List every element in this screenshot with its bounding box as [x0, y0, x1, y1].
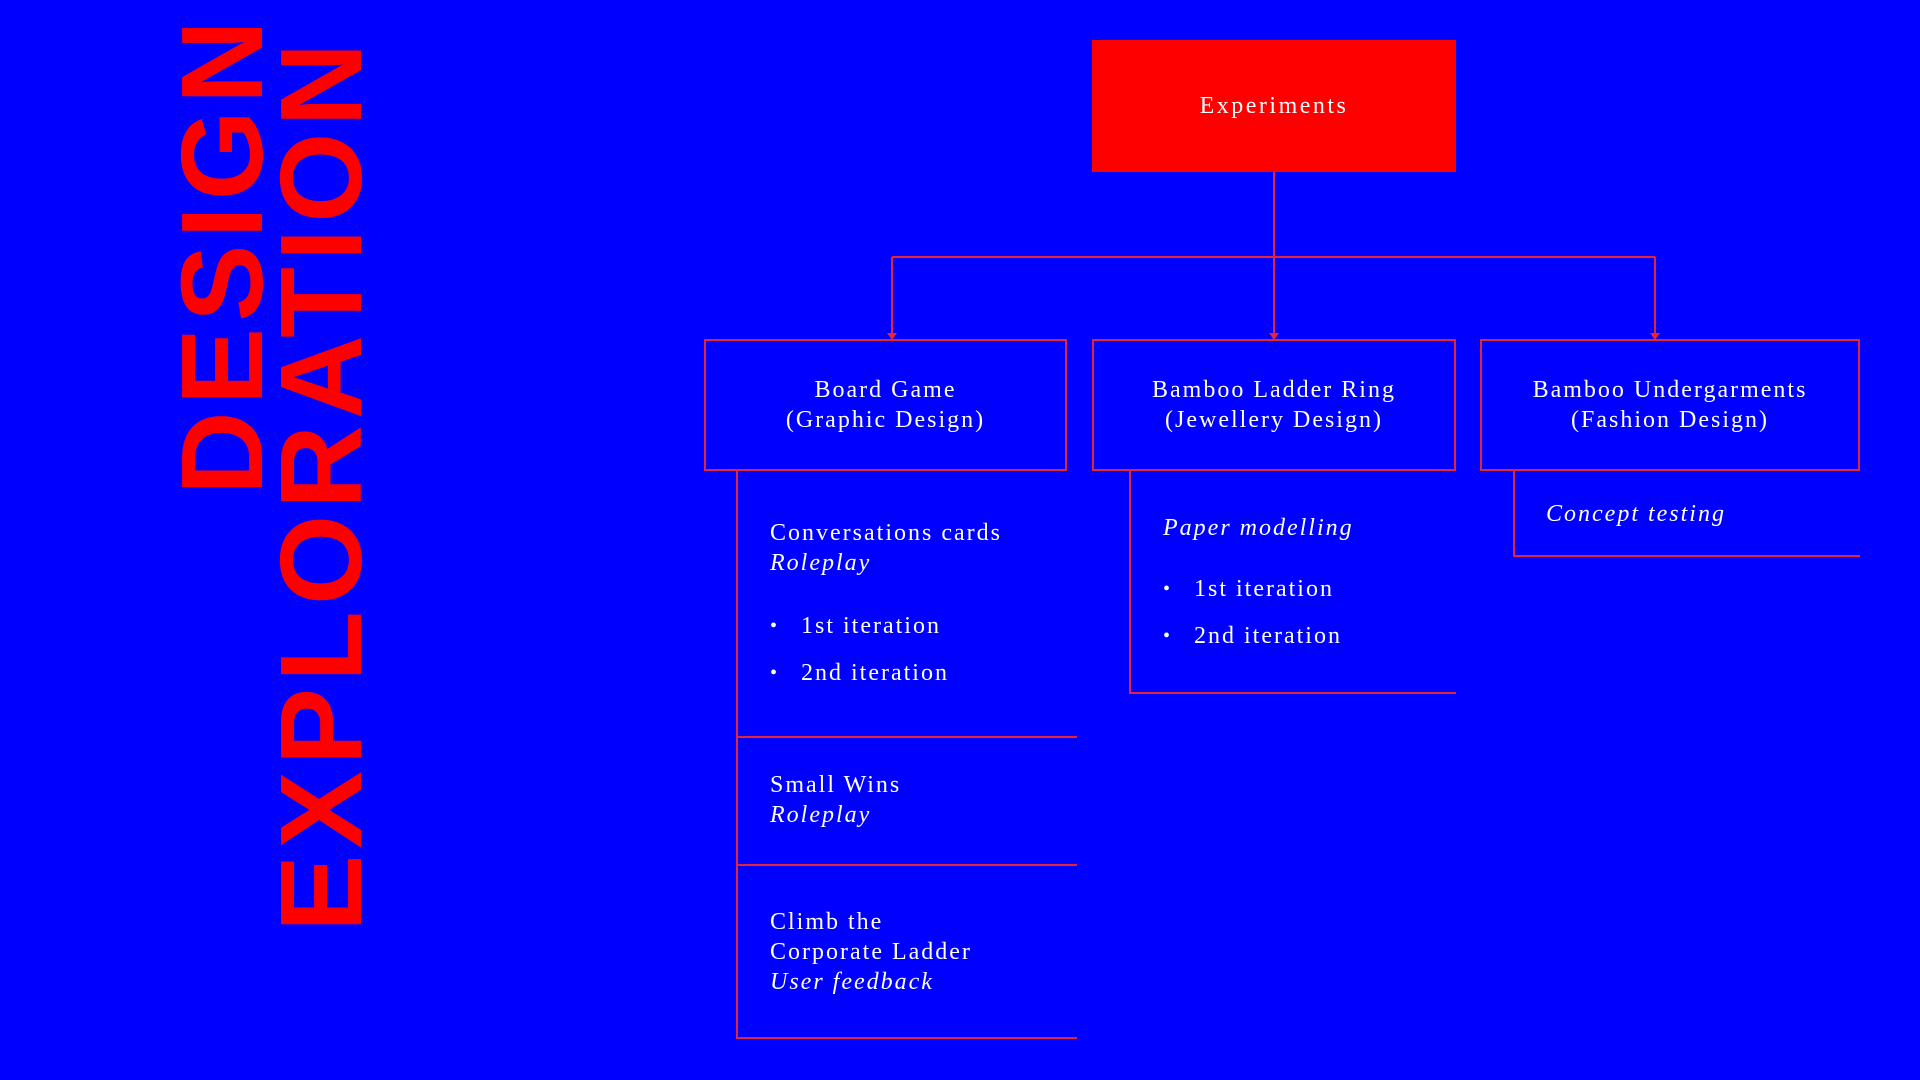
branch-title: Board Game: [814, 377, 957, 403]
iteration-item: 1st iteration: [770, 611, 1002, 641]
item-name: Conversations cards: [770, 520, 1002, 546]
branch-subtitle: (Fashion Design): [1571, 407, 1769, 433]
branch-board-game: Board Game (Graphic Design): [704, 339, 1067, 471]
item-small-wins: Small Wins Roleplay: [770, 770, 901, 830]
arrow-undergarments: [1650, 333, 1660, 340]
arrow-bamboo-ring: [1269, 333, 1279, 340]
iteration-item: 1st iteration: [1163, 574, 1354, 604]
iteration-item: 2nd iteration: [1163, 621, 1354, 651]
experiments-label: Experiments: [1199, 93, 1349, 119]
item-method: User feedback: [770, 969, 934, 995]
item-name: Small Wins: [770, 772, 902, 798]
undergarments-panel-lines: [1513, 471, 1860, 557]
branch-title: Bamboo Ladder Ring: [1152, 377, 1396, 403]
board-game-panel-lines: [736, 471, 1077, 1039]
item-concept-testing: Concept testing: [1546, 499, 1726, 529]
experiments-node: Experiments: [1092, 40, 1456, 172]
item-climb-corporate-ladder: Climb the Corporate Ladder User feedback: [770, 907, 972, 997]
branch-subtitle: (Graphic Design): [785, 407, 986, 433]
iteration-list: 1st iteration 2nd iteration: [1163, 574, 1354, 651]
item-method: Concept testing: [1546, 501, 1726, 527]
item-name-line2: Corporate Ladder: [770, 939, 972, 965]
branch-bamboo-undergarments: Bamboo Undergarments (Fashion Design): [1480, 339, 1860, 471]
item-method: Paper modelling: [1163, 515, 1354, 541]
iteration-item: 2nd iteration: [770, 658, 1002, 688]
branch-bamboo-ladder-ring: Bamboo Ladder Ring (Jewellery Design): [1092, 339, 1456, 471]
bamboo-ring-panel-lines: [1129, 471, 1456, 694]
branch-title: Bamboo Undergarments: [1532, 377, 1808, 403]
item-name-line1: Climb the: [770, 909, 884, 935]
branch-subtitle: (Jewellery Design): [1165, 407, 1383, 433]
item-method: Roleplay: [770, 802, 872, 828]
arrow-board-game: [887, 333, 897, 340]
iteration-list: 1st iteration 2nd iteration: [770, 611, 1002, 688]
item-method: Roleplay: [770, 550, 872, 576]
item-paper-modelling: Paper modelling 1st iteration 2nd iterat…: [1163, 513, 1354, 668]
item-conversations-cards: Conversations cards Roleplay 1st iterati…: [770, 518, 1002, 705]
